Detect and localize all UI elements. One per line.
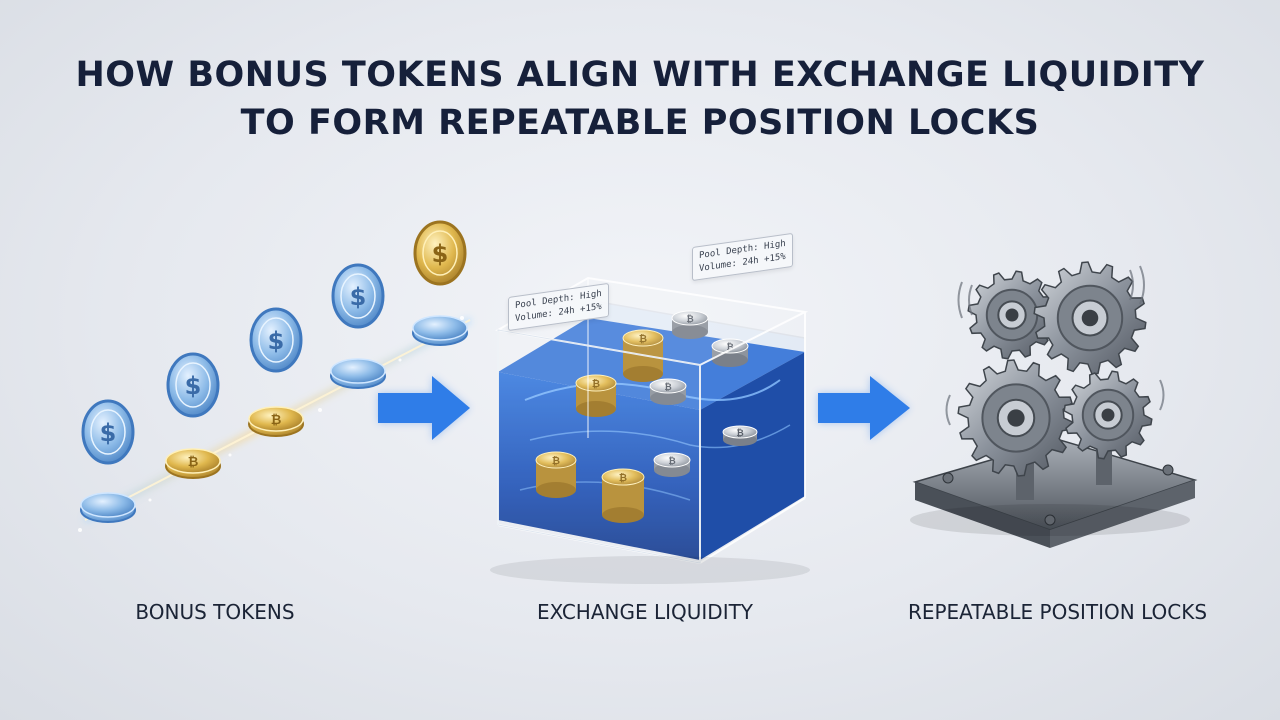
- position-locks-illustration: [910, 439, 1198, 548]
- svg-text:₿: ₿: [552, 455, 560, 467]
- coin-stack-gold-3: ₿: [535, 451, 577, 498]
- stage-label-position-locks: REPEATABLE POSITION LOCKS: [907, 600, 1208, 624]
- floating-coin-3: $: [249, 307, 303, 373]
- water-side: [700, 352, 805, 560]
- floating-coin-2: $: [166, 352, 220, 418]
- dollar-icon: $: [185, 372, 202, 400]
- water-front: [498, 372, 700, 560]
- stage-label-exchange-liquidity: EXCHANGE LIQUIDITY: [536, 600, 754, 624]
- svg-text:₿: ₿: [271, 413, 282, 428]
- coin-stack-gold-4: ₿: [601, 468, 645, 523]
- coin-stack-silver-1: ₿: [671, 310, 709, 339]
- gear-cluster: [957, 261, 1153, 477]
- liquidity-pool-illustration: ₿ ₿ ₿ ₿: [490, 276, 810, 584]
- stage-label-bonus-tokens: BONUS TOKENS: [135, 600, 295, 624]
- trail-coin-2: ₿: [165, 448, 221, 479]
- coin-stack-silver-4: ₿: [653, 452, 691, 477]
- coin-stack-gold-1: ₿: [575, 374, 617, 417]
- svg-text:₿: ₿: [726, 342, 733, 353]
- dollar-icon: $: [432, 240, 449, 268]
- motion-lines: [945, 265, 1165, 426]
- gear-bottom-left: [957, 359, 1075, 477]
- trail-coin-3: ₿: [248, 406, 304, 437]
- flow-arrow-1: [378, 376, 470, 440]
- dollar-icon: $: [100, 419, 117, 447]
- gear-top-left: [967, 270, 1057, 360]
- gear-bottom-right: [1063, 370, 1153, 460]
- page-title-line-2: TO FORM REPEATABLE POSITION LOCKS: [240, 103, 1040, 143]
- coin-stack-silver-2: ₿: [711, 338, 749, 367]
- coin-stack-silver-5: ₿: [722, 425, 758, 446]
- flow-arrow-2: [818, 376, 910, 440]
- svg-text:₿: ₿: [639, 333, 647, 345]
- gear-top-right: [1033, 261, 1147, 375]
- svg-text:₿: ₿: [664, 382, 671, 393]
- trail-coin-5: [412, 315, 468, 346]
- svg-text:₿: ₿: [668, 456, 675, 467]
- floating-coin-4: $: [331, 263, 385, 329]
- trail-coin-4: [330, 358, 386, 389]
- dollar-icon: $: [268, 327, 285, 355]
- coin-stack-silver-3: ₿: [649, 378, 687, 405]
- page-title-line-1: HOW BONUS TOKENS ALIGN WITH EXCHANGE LIQ…: [75, 55, 1205, 95]
- svg-text:₿: ₿: [686, 314, 693, 325]
- svg-text:₿: ₿: [592, 378, 600, 390]
- svg-text:₿: ₿: [619, 472, 627, 484]
- bonus-tokens-illustration: ₿ ₿ $ $: [78, 220, 472, 532]
- svg-text:₿: ₿: [736, 428, 743, 439]
- trail-coin-1: [80, 492, 136, 523]
- floating-coin-1: $: [81, 399, 135, 465]
- floating-coin-5: $: [413, 220, 467, 286]
- dollar-icon: $: [350, 283, 367, 311]
- svg-text:₿: ₿: [188, 455, 199, 470]
- sparkles: [78, 316, 464, 532]
